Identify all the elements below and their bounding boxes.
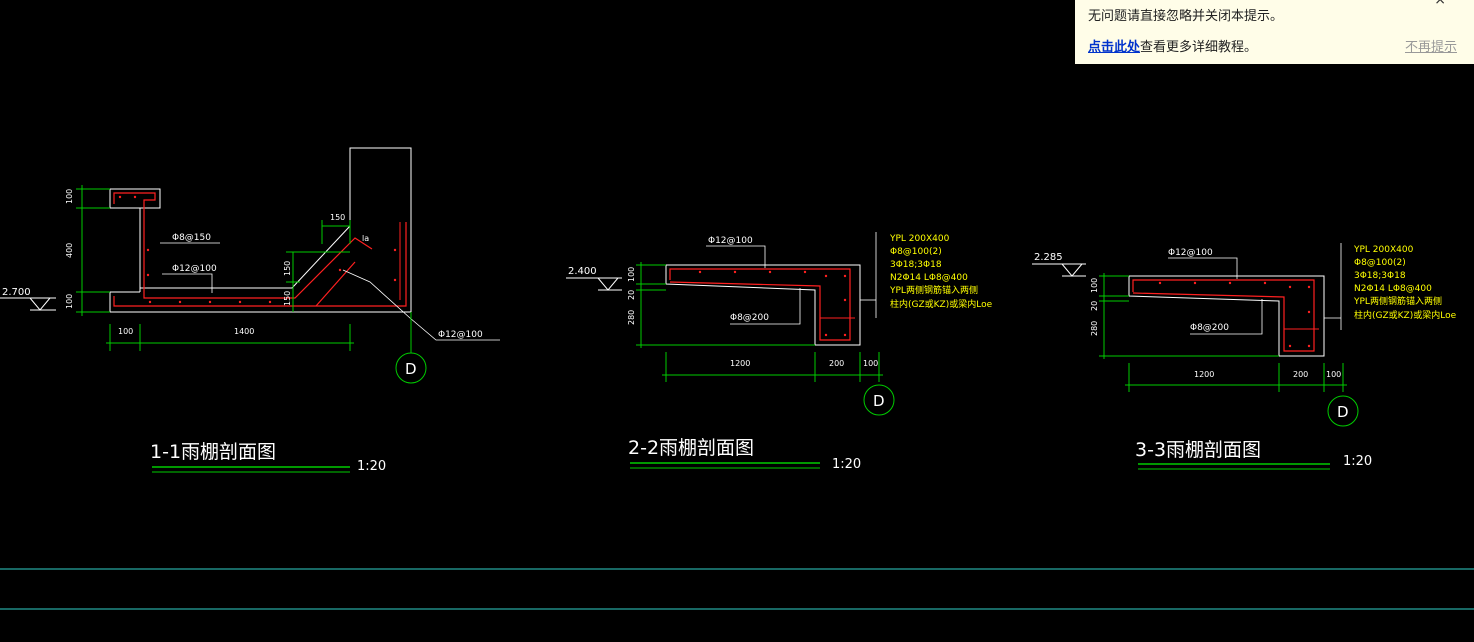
s3-dim-20: 20 [1090, 301, 1099, 311]
s1-dim-w100: 100 [118, 327, 133, 336]
s2-note-line-4: N2Φ14 LΦ8@400 [890, 273, 968, 283]
s2-level-mark [566, 277, 622, 291]
s1-dim-100a: 100 [65, 189, 74, 204]
s3-dim-100: 100 [1090, 278, 1099, 293]
section-1-1: Φ8@150 Φ12@100 Φ12@100 la 100 400 100 2.… [0, 147, 500, 474]
s2-rebar-bot-label: Φ8@200 [730, 313, 769, 323]
s2-dim-1200: 1200 [730, 359, 750, 368]
s2-note-line-2: Φ8@100(2) [890, 247, 942, 257]
s1-rebar-bottom [113, 222, 407, 307]
s1-dims-left [76, 185, 110, 316]
tip-line-2-text: 查看更多详细教程。 [1140, 40, 1258, 55]
s1-dim-150top: 150 [330, 213, 345, 222]
s3-dims-bottom [1125, 363, 1347, 392]
tutorial-link[interactable]: 点击此处 [1088, 40, 1141, 55]
s2-dim-280: 280 [627, 310, 636, 325]
s2-dim-20: 20 [627, 290, 636, 300]
s2-axis-label: D [873, 392, 885, 410]
s1-la-label: la [362, 234, 369, 243]
s3-dims-left [1099, 273, 1279, 359]
dont-show-again-link[interactable]: 不再提示 [1404, 40, 1457, 55]
s1-dim-w1400: 1400 [234, 327, 254, 336]
s2-note-line-1: YPL 200X400 [889, 234, 950, 244]
s1-axis-bubble [395, 352, 427, 384]
s2-dim-100w: 100 [863, 359, 878, 368]
s1-scale: 1:20 [357, 459, 386, 474]
tip-popup: × 无问题请直接忽略并关闭本提示。 点击此处查看更多详细教程。 不再提示 [1075, 0, 1474, 64]
s3-axis-bubble [1327, 395, 1359, 427]
s2-level-text: 2.400 [568, 266, 597, 277]
s2-rebar [669, 268, 851, 341]
s3-note-line-4: N2Φ14 LΦ8@400 [1354, 284, 1432, 294]
s1-outline [109, 147, 412, 313]
s2-scale: 1:20 [832, 457, 861, 472]
s1-dim-100b: 100 [65, 294, 74, 309]
s2-dims-bottom [662, 352, 883, 382]
s1-dim-150a: 150 [283, 261, 292, 276]
s3-dim-200: 200 [1293, 370, 1308, 379]
s3-axis-label: D [1337, 403, 1349, 421]
s1-axis-label: D [405, 360, 417, 378]
s2-dim-200: 200 [829, 359, 844, 368]
s1-rebar-main [113, 192, 373, 299]
s2-note-line-6: 柱内(GZ或KZ)或梁内Loe [890, 298, 993, 310]
s1-dims-right [286, 220, 351, 312]
s1-dims-bottom [106, 324, 354, 351]
s1-dim-150b: 150 [283, 291, 292, 306]
s2-dims-left [636, 262, 815, 348]
s1-dim-400: 400 [65, 243, 74, 258]
section-3-3: Φ12@100 Φ8@200 YPL 200X400 Φ8@100(2) 3Φ1… [1032, 243, 1457, 470]
s1-rebar-label-b: Φ12@100 [172, 264, 217, 274]
tip-line-2: 点击此处查看更多详细教程。 [1088, 36, 1257, 55]
tip-line-1: 无问题请直接忽略并关闭本提示。 [1088, 9, 1284, 24]
s1-level-mark [0, 297, 56, 311]
s3-note-line-5: YPL两侧钢筋锚入两侧 [1353, 295, 1442, 307]
s1-title: 1-1雨棚剖面图 [150, 441, 276, 463]
s3-scale: 1:20 [1343, 454, 1372, 469]
s3-level-text: 2.285 [1034, 252, 1063, 263]
s3-note-line-3: 3Φ18;3Φ18 [1354, 271, 1406, 281]
s2-rebar-top-label: Φ12@100 [708, 236, 753, 246]
s3-outline [1128, 275, 1325, 357]
s3-level-mark [1032, 263, 1086, 277]
s3-title: 3-3雨棚剖面图 [1135, 439, 1261, 461]
s3-note-line-2: Φ8@100(2) [1354, 258, 1406, 268]
s2-outline [665, 264, 861, 346]
s2-axis-bubble [863, 384, 895, 416]
s1-rebar-label-a: Φ8@150 [172, 233, 211, 243]
s2-title: 2-2雨棚剖面图 [628, 437, 754, 459]
s3-dim-280: 280 [1090, 321, 1099, 336]
s3-note-line-1: YPL 200X400 [1353, 245, 1414, 255]
close-icon[interactable]: × [1434, 0, 1446, 8]
s3-rebar [1132, 279, 1315, 352]
s3-dim-100w: 100 [1326, 370, 1341, 379]
s3-rebar-bot-label: Φ8@200 [1190, 323, 1229, 333]
s1-rebar-label-c: Φ12@100 [438, 330, 483, 340]
s2-note-line-3: 3Φ18;3Φ18 [890, 260, 942, 270]
s3-rebar-top-label: Φ12@100 [1168, 248, 1213, 258]
s2-note-line-5: YPL两侧钢筋锚入两侧 [889, 284, 978, 296]
s3-note-line-6: 柱内(GZ或KZ)或梁内Loe [1354, 309, 1457, 321]
section-2-2: Φ12@100 Φ8@200 YPL 200X400 Φ8@100(2) 3Φ1… [566, 232, 993, 472]
s1-level-text: 2.700 [2, 287, 31, 298]
s3-dim-1200: 1200 [1194, 370, 1214, 379]
s2-dim-100: 100 [627, 267, 636, 282]
